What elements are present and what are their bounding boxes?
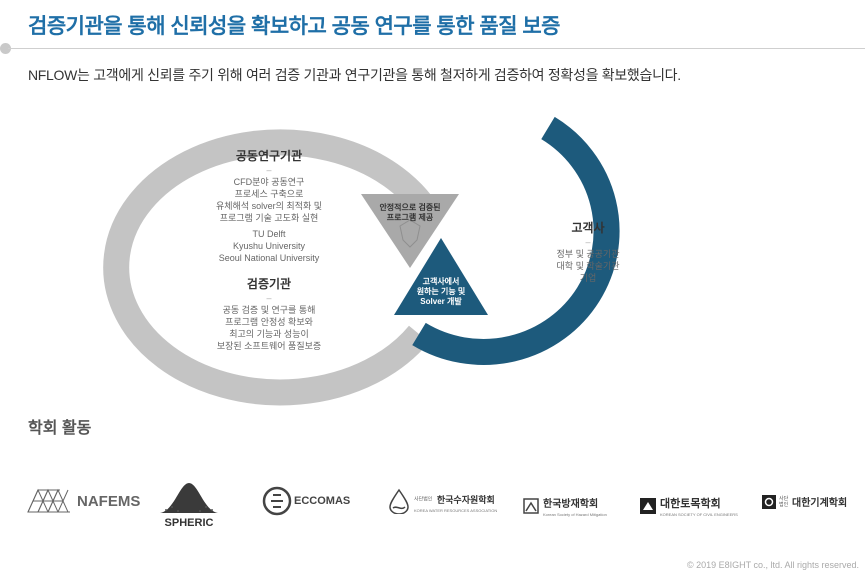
nafems-mesh-icon <box>27 488 70 513</box>
intro-text: NFLOW는 고객에게 신뢰를 주기 위해 여러 검증 기관과 연구기관을 통해… <box>28 67 681 83</box>
customer-line: 기업 <box>579 273 597 283</box>
verify-line: 공동 검증 및 연구를 통해 <box>222 305 316 315</box>
page-title: 검증기관을 통해 신뢰성을 확보하고 공동 연구를 통한 품질 보증 <box>28 15 561 38</box>
verify-line: 프로그램 안정성 확보와 <box>225 317 313 327</box>
logo-subtext: KOREA WATER RESOURCES ASSOCIATION <box>414 507 498 513</box>
logo-text: 한국방재학회 <box>543 499 599 510</box>
logo-text: 대한기계학회 <box>792 498 848 509</box>
up-arrow-line: 원하는 기능 및 <box>416 287 466 296</box>
logo-text: ECCOMAS <box>294 495 351 507</box>
kosham-building-icon <box>523 497 539 514</box>
research-line: 프로세스 구축으로 <box>234 189 304 199</box>
customer-title: 고객사 <box>571 221 605 235</box>
research-title: 공동연구기관 <box>235 149 303 163</box>
title-rule-dot <box>0 43 11 54</box>
title-rule <box>8 48 865 49</box>
up-arrow-head <box>394 238 488 315</box>
spheric-wave-icon <box>160 483 218 513</box>
logo-kosham[interactable]: 한국방재학회 Korean Society of Hazard Mitigati… <box>523 494 607 517</box>
institution-name: TU Delft <box>252 229 286 239</box>
down-arrow-line: 프로그램 제공 <box>386 213 434 222</box>
logo-subtext: KOREAN SOCIETY OF CIVIL ENGINEERS <box>660 512 738 517</box>
logo-text: 한국수자원학회 <box>436 494 495 505</box>
copyright-footer: © 2019 E8IGHT co., ltd. All rights reser… <box>686 560 859 570</box>
verify-title: 검증기관 <box>246 277 292 291</box>
logo-spheric[interactable]: SPHERIC <box>158 481 220 529</box>
dash-separator: – <box>266 293 272 303</box>
academic-section-title: 학회 활동 <box>28 420 92 437</box>
shield-outline-icon <box>399 219 421 248</box>
research-line: 프로그램 기술 고도화 실현 <box>219 213 319 223</box>
kwra-drop-icon <box>389 488 409 514</box>
customer-line: 정부 및 공공기관 <box>556 249 620 259</box>
down-arrow-label: 안정적으로 검증된 프로그램 제공 <box>367 203 453 223</box>
logo-prefix: 사단법인 <box>414 495 433 502</box>
logo-ksme[interactable]: 사단법인 대한기계학회 <box>762 494 847 509</box>
logo-text: 대한토목학회 <box>660 498 721 510</box>
dash-separator: – <box>266 165 272 175</box>
logo-nafems[interactable]: NAFEMS <box>26 488 140 514</box>
down-arrow-head <box>361 194 459 268</box>
customer-line: 대학 및 학술기관 <box>556 261 620 271</box>
logo-kwra[interactable]: 사단법인 한국수자원학회 KOREA WATER RESOURCES ASSOC… <box>388 488 497 514</box>
logo-eccomas[interactable]: ECCOMAS <box>262 486 350 516</box>
dash-separator: – <box>585 237 591 247</box>
research-line: 유체해석 solver의 최적화 및 <box>215 201 323 211</box>
right-block: 고객사 – 정부 및 공공기관 대학 및 학술기관 기업 <box>528 220 648 284</box>
verify-line: 최고의 기능과 성능이 <box>229 329 309 339</box>
logo-ksce[interactable]: 대한토목학회 KOREAN SOCIETY OF CIVIL ENGINEERS <box>640 494 738 517</box>
logo-text: NAFEMS <box>77 492 141 510</box>
ksme-emblem-icon <box>762 494 776 509</box>
institution-name: Kyushu University <box>232 241 306 251</box>
institution-name: Seoul National University <box>218 253 320 263</box>
blue-ring-arc <box>412 116 620 365</box>
up-arrow-label: 고객사에서 원하는 기능 및 Solver 개발 <box>405 277 477 307</box>
logo-prefix: 사단법인 <box>779 495 789 508</box>
ksce-emblem-icon <box>640 497 656 514</box>
verify-line: 보장된 소프트웨어 품질보증 <box>216 341 322 351</box>
eccomas-emblem-icon <box>262 486 292 516</box>
logo-text: SPHERIC <box>164 517 214 529</box>
logo-subtext: Korean Society of Hazard Mitigation <box>543 512 607 517</box>
up-arrow-line: Solver 개발 <box>420 297 462 306</box>
up-arrow-line: 고객사에서 <box>422 277 460 286</box>
down-arrow-line: 안정적으로 검증된 <box>379 203 441 212</box>
research-line: CFD분야 공동연구 <box>233 177 305 187</box>
gray-ring-arc <box>103 129 445 406</box>
left-block: 공동연구기관 – CFD분야 공동연구 프로세스 구축으로 유체해석 solve… <box>189 148 349 352</box>
